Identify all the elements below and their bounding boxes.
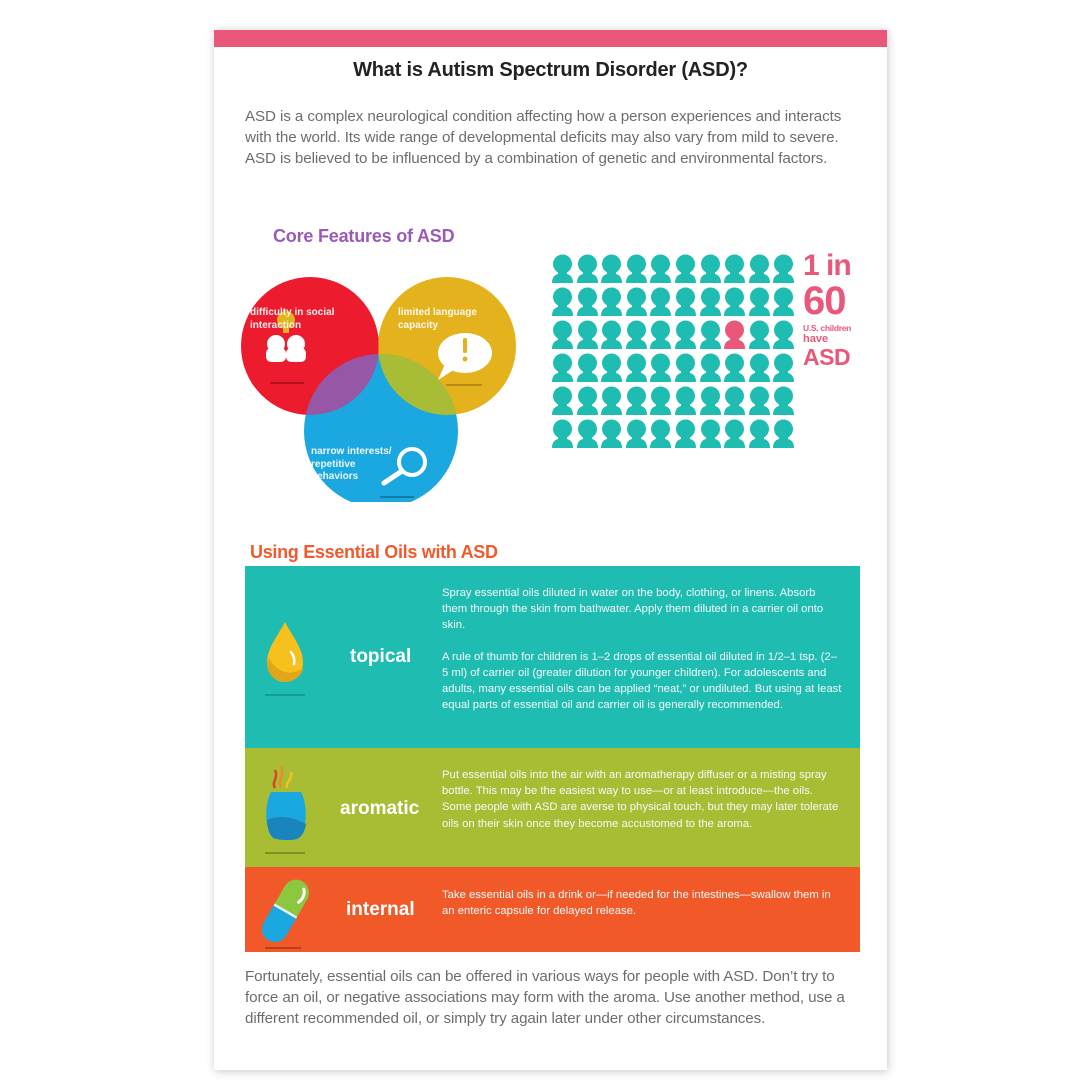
person-icon [599,318,624,351]
prevalence-stat: 1 in 60 U.S. children have ASD [803,249,852,370]
stat-sixty: 60 [803,279,847,323]
core-features-venn-diagram: difficulty in social interaction limited… [240,252,530,502]
capsule-icon [262,879,309,949]
person-icon [550,285,575,318]
person-icon [624,318,649,351]
method-aromatic: aromatic Put essential oils into the air… [245,748,860,867]
person-icon [722,351,747,384]
person-icon [698,285,723,318]
person-icon [673,285,698,318]
person-icon [673,417,698,450]
person-icon [550,318,575,351]
person-icon [550,351,575,384]
stat-have: have [803,333,829,345]
footer-paragraph: Fortunately, essential oils can be offer… [245,968,845,1027]
method-label-topical: topical [350,646,412,667]
aromatic-paragraph-1: Put essential oils into the air with an … [442,769,839,830]
person-icon [698,384,723,417]
person-icon [771,285,796,318]
person-icon-highlighted [722,318,747,351]
person-icon [771,351,796,384]
oil-drop-icon [265,622,305,696]
topical-paragraph-2: A rule of thumb for children is 1–2 drop… [442,650,842,712]
person-icon [698,252,723,285]
person-icon [673,318,698,351]
venn-label-language: limited language capacity [398,307,477,331]
method-desc-topical: Spray essential oils diluted in water on… [442,585,842,713]
person-icon [550,252,575,285]
person-icon [673,384,698,417]
prevalence-people-grid [550,252,796,452]
method-desc-internal: Take essential oils in a drink or—if nee… [442,887,842,919]
person-icon [747,384,772,417]
person-icon [575,417,600,450]
person-icon [599,351,624,384]
essential-oils-title: Using Essential Oils with ASD [250,542,498,562]
person-icon [550,384,575,417]
stat-us-children: U.S. children [803,323,852,333]
speech-bubble-exclamation-icon [438,333,492,386]
person-icon [624,384,649,417]
person-icon [747,318,772,351]
method-topical: topical Spray essential oils diluted in … [245,566,860,748]
topical-paragraph-1: Spray essential oils diluted in water on… [442,587,824,632]
person-icon [722,252,747,285]
person-icon [771,417,796,450]
person-icon [624,351,649,384]
person-icon [648,285,673,318]
internal-paragraph-1: Take essential oils in a drink or—if nee… [442,889,831,918]
person-icon [575,351,600,384]
two-people-lightbulb-icon [266,311,306,384]
page-title: What is Autism Spectrum Disorder (ASD)? [353,59,748,81]
person-icon [550,417,575,450]
person-icon [722,285,747,318]
method-label-internal: internal [346,899,415,920]
stat-asd: ASD [803,344,851,370]
core-features-title: Core Features of ASD [273,226,455,246]
person-icon [648,351,673,384]
stat-one-in: 1 in [803,249,852,282]
person-icon [747,252,772,285]
person-icon [698,318,723,351]
person-icon [575,285,600,318]
person-icon [673,351,698,384]
person-icon [698,351,723,384]
person-icon [599,285,624,318]
person-icon [747,351,772,384]
venn-label-social: difficulty in social interaction [250,307,335,331]
person-icon [575,252,600,285]
person-icon [771,252,796,285]
person-icon [722,417,747,450]
person-icon [599,417,624,450]
person-icon [648,384,673,417]
intro-paragraph: ASD is a complex neurological condition … [245,108,842,167]
person-icon [648,318,673,351]
person-icon [747,285,772,318]
person-icon [624,285,649,318]
person-icon [575,384,600,417]
venn-label-behaviors: narrow interests/ repetitive behaviors [311,446,392,482]
person-icon [624,252,649,285]
person-icon [673,252,698,285]
diffuser-icon [265,765,306,854]
person-icon [747,417,772,450]
person-icon [648,417,673,450]
person-icon [771,318,796,351]
person-icon [575,318,600,351]
person-icon [648,252,673,285]
method-label-aromatic: aromatic [340,798,420,819]
person-icon [624,417,649,450]
person-icon [722,384,747,417]
top-accent-bar [214,30,887,47]
method-internal: internal Take essential oils in a drink … [245,867,860,952]
person-icon [771,384,796,417]
magnifying-glass-icon [380,447,427,498]
infographic-card: What is Autism Spectrum Disorder (ASD)? … [214,30,887,1070]
person-icon [599,252,624,285]
person-icon [698,417,723,450]
person-icon [599,384,624,417]
method-desc-aromatic: Put essential oils into the air with an … [442,767,842,832]
